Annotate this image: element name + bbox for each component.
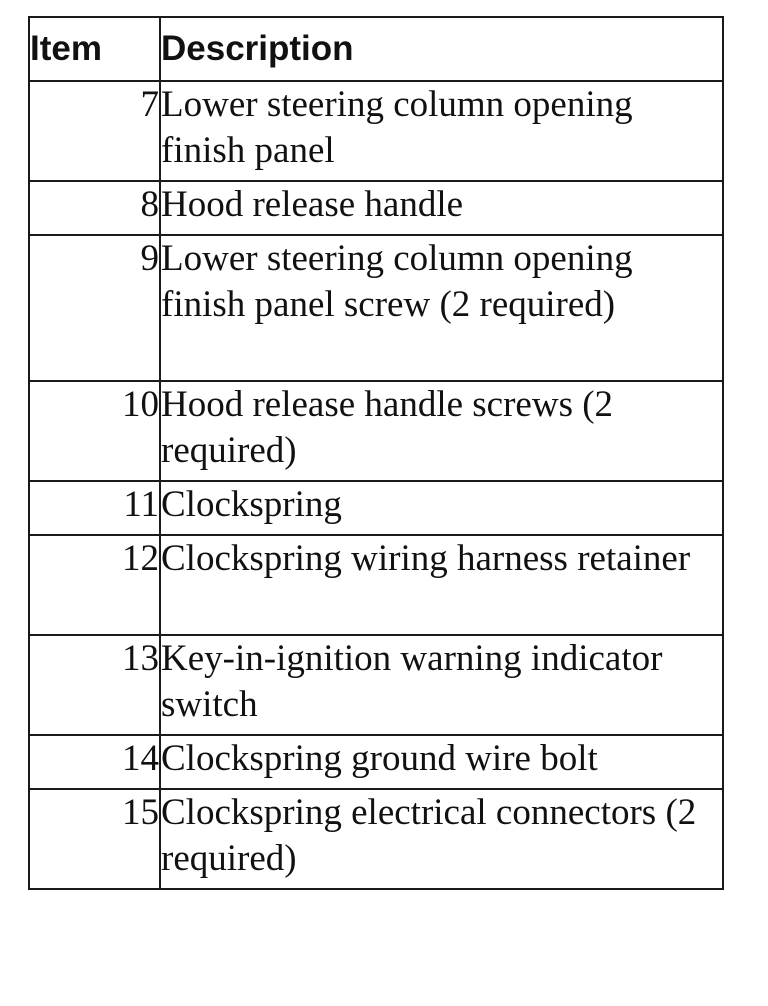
item-description: Clockspring electrical connectors (2 req… — [159, 788, 724, 890]
parts-legend-table: Item Description 7 Lower steering column… — [28, 16, 724, 890]
item-number: 10 — [28, 380, 161, 482]
item-number: 12 — [28, 534, 161, 636]
item-number: 11 — [28, 480, 161, 536]
table-row: 11 Clockspring — [28, 480, 724, 536]
item-number: 15 — [28, 788, 161, 890]
item-description: Clockspring — [159, 480, 724, 536]
item-description: Lower steering column opening finish pan… — [159, 234, 724, 382]
item-number: 7 — [28, 80, 161, 182]
item-description: Hood release handle — [159, 180, 724, 236]
table-row: 12 Clockspring wiring harness retainer — [28, 534, 724, 636]
item-description: Hood release handle screws (2 required) — [159, 380, 724, 482]
table-row: 9 Lower steering column opening finish p… — [28, 234, 724, 382]
column-header-item: Item — [28, 16, 161, 82]
table-row: 14 Clockspring ground wire bolt — [28, 734, 724, 790]
table-row: 15 Clockspring electrical connectors (2 … — [28, 788, 724, 890]
table-row: 7 Lower steering column opening finish p… — [28, 80, 724, 182]
item-number: 13 — [28, 634, 161, 736]
table-header-row: Item Description — [28, 16, 724, 82]
item-description: Clockspring wiring harness retainer — [159, 534, 724, 636]
column-header-description: Description — [159, 16, 724, 82]
item-description: Lower steering column opening finish pan… — [159, 80, 724, 182]
item-number: 14 — [28, 734, 161, 790]
item-description: Clockspring ground wire bolt — [159, 734, 724, 790]
item-number: 8 — [28, 180, 161, 236]
item-description: Key-in-ignition warning indicator switch — [159, 634, 724, 736]
table-row: 13 Key-in-ignition warning indicator swi… — [28, 634, 724, 736]
item-number: 9 — [28, 234, 161, 382]
table-row: 8 Hood release handle — [28, 180, 724, 236]
table-row: 10 Hood release handle screws (2 require… — [28, 380, 724, 482]
